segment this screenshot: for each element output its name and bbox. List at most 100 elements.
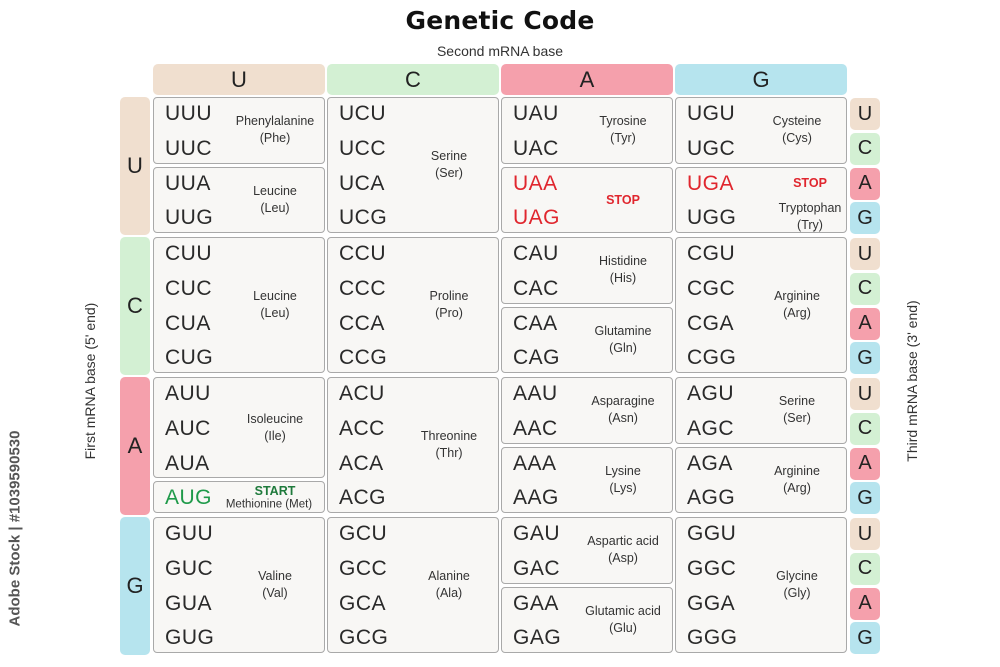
third-base-label-g: G [850,622,880,655]
codon-cuu: CUU [165,242,212,265]
codon-group-box [675,377,847,444]
amino-acid-label: Serine(Ser) [430,149,468,180]
codon-group-box [501,166,673,233]
codon-aac: AAC [513,416,558,440]
first-base-axis-label: First mRNA base (5' end) [82,302,98,460]
codon-ucu: UCU [339,102,386,125]
codon-auc: AUC [165,416,211,440]
codon-aua: AUA [165,451,210,475]
codon-cau: CAU [513,242,559,265]
codon-cug: CUG [165,346,214,370]
third-base-label-a: A [850,587,880,620]
codon-cgc: CGC [687,276,736,300]
amino-acid-label: Asparagine(Asn) [591,394,655,426]
codon-group-box [327,97,499,233]
codon-gga: GGA [687,591,736,615]
codon-uca: UCA [339,171,385,195]
amino-acid-label: Arginine(Arg) [774,463,820,495]
second-base-header-u: U [153,64,325,95]
codon-aca: ACA [339,451,384,475]
codon-uga: UGA [687,171,735,195]
codon-cca: CCA [339,311,385,335]
codon-cag: CAG [513,346,561,370]
codon-group-box [153,237,325,373]
codon-guu: GUU [165,522,214,545]
codon-aug: AUG [165,486,213,510]
codon-group-box [153,97,325,164]
codon-aag: AAG [513,486,559,510]
codon-group-box [501,586,673,653]
codon-agg: AGG [687,486,736,510]
third-base-label-c: C [850,132,880,165]
codon-ucc: UCC [339,136,386,160]
amino-acid-label: Proline(Pro) [429,289,469,320]
codon-ucg: UCG [339,206,388,230]
codon-ggc: GGC [687,556,737,580]
codon-ccu: CCU [339,242,386,265]
codon-ggg: GGG [687,626,738,650]
codon-cua: CUA [165,311,211,335]
third-base-label-a: A [850,307,880,340]
amino-acid-label: Aspartic acid(Asp) [587,534,659,566]
codon-ggu: GGU [687,522,737,545]
codon-cga: CGA [687,311,735,335]
codon-uag: UAG [513,206,561,230]
third-base-label-u: U [850,378,880,410]
first-base-label-u: U [120,97,150,235]
third-base-label-u: U [850,518,880,550]
codon-cgu: CGU [687,242,736,265]
codon-agc: AGC [687,416,735,440]
codon-group-box [675,237,847,373]
second-base-header-c: C [327,64,499,95]
codon-group-box [501,306,673,373]
amino-acid-label: Methionine (Met) [225,498,313,511]
codon-group-box [501,446,673,513]
third-base-label-c: C [850,412,880,445]
codon-group-box [675,517,847,653]
third-base-label-c: C [850,552,880,585]
codon-aaa: AAA [513,451,557,475]
second-base-header-a: A [501,64,673,95]
amino-acid-label: Valine(Val) [258,569,292,600]
amino-acid-label: Tryptophan(Try) [778,200,842,232]
codon-group-box [327,377,499,513]
codon-uua: UUA [165,171,211,195]
codon-uuc: UUC [165,136,212,160]
start-label: START [254,484,296,499]
codon-ugc: UGC [687,136,736,160]
third-base-label-a: A [850,447,880,480]
stop-label: STOP [793,175,827,190]
second-base-label: Second mRNA base [436,43,564,59]
codon-group-box [675,166,847,233]
amino-acid-label: Leucine(Leu) [253,289,297,320]
codon-gaa: GAA [513,591,559,615]
codon-gac: GAC [513,556,561,580]
codon-group-box [501,97,673,164]
codon-aau: AAU [513,382,558,405]
codon-acc: ACC [339,416,385,440]
amino-acid-label: Tyrosine(Tyr) [599,114,647,146]
stock-credit: Adobe Stock | #1039590530 [6,430,24,627]
codon-guc: GUC [165,556,214,580]
codon-group-box [675,97,847,164]
codon-group-box [327,517,499,653]
codon-gag: GAG [513,626,562,650]
third-base-axis-label: Third mRNA base (3' end) [904,300,920,462]
page-title: Genetic Code [405,6,595,35]
codon-group-box [153,517,325,653]
codon-gug: GUG [165,626,215,650]
first-base-label-c: C [120,237,150,375]
codon-aga: AGA [687,451,733,475]
codon-gau: GAU [513,522,561,545]
codon-acg: ACG [339,486,387,510]
codon-group-box [153,166,325,233]
codon-ccc: CCC [339,276,386,300]
third-base-label-u: U [850,238,880,270]
amino-acid-label: Cysteine(Cys) [772,114,822,146]
codon-acu: ACU [339,382,385,405]
amino-acid-label: Alanine(Ala) [428,569,470,600]
second-base-header-g: G [675,64,847,95]
codon-group-box [501,517,673,584]
codon-uuu: UUU [165,102,212,125]
codon-uau: UAU [513,102,559,125]
